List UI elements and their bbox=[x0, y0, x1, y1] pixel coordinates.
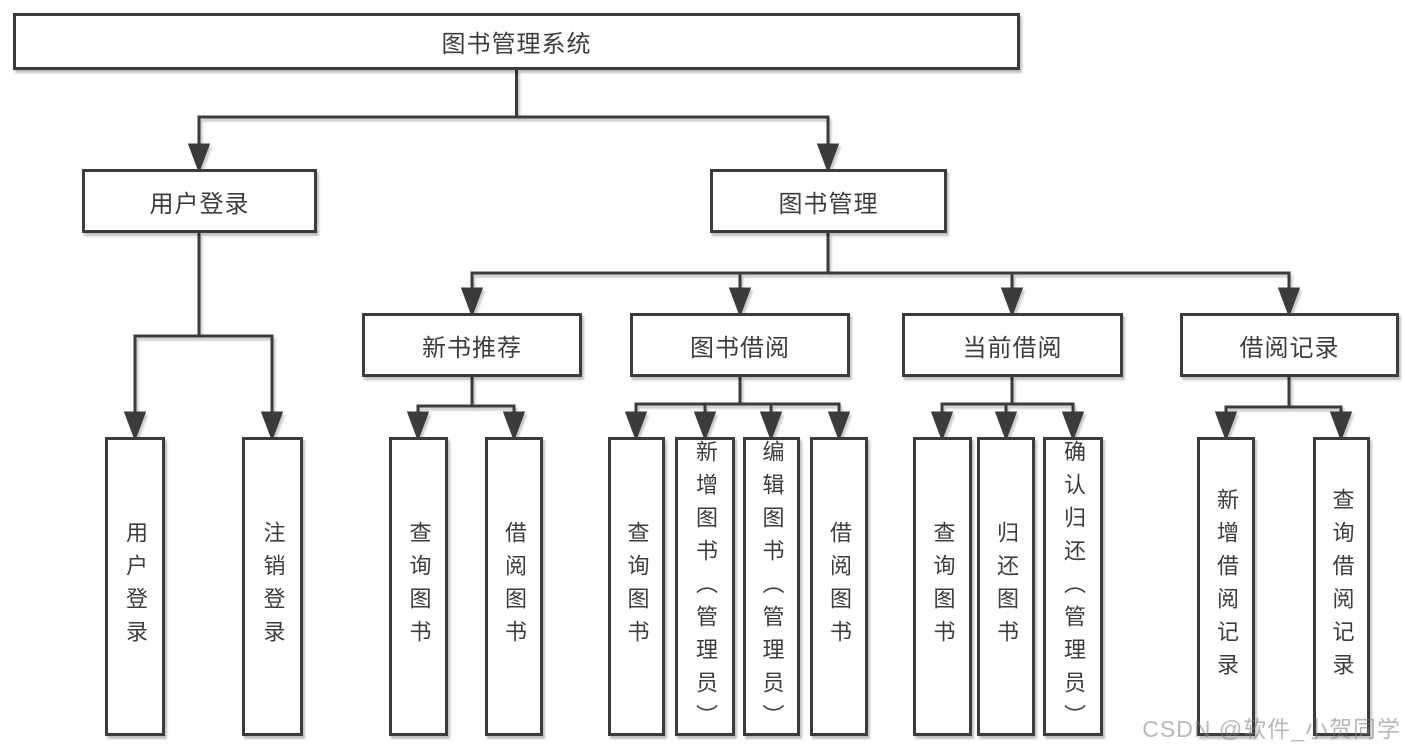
node-borrow-books-rec: 借阅图书 bbox=[485, 437, 543, 736]
arrowhead bbox=[1277, 287, 1301, 318]
node-new-book-recommendation: 新书推荐 bbox=[362, 313, 582, 377]
arrowhead bbox=[816, 143, 840, 174]
arrowhead bbox=[759, 411, 783, 442]
node-label: 图书管理 bbox=[778, 190, 879, 218]
node-label: 借阅图书 bbox=[502, 520, 527, 653]
node-label: 查询图书 bbox=[624, 520, 650, 653]
node-query-books-current: 查询图书 bbox=[913, 437, 972, 736]
node-confirm-return-admin: 确认归还（管理员） bbox=[1043, 437, 1103, 737]
connector-root-to-level2 bbox=[187, 70, 840, 174]
arrowhead bbox=[1214, 411, 1238, 442]
node-label: 新增图书（管理员） bbox=[693, 440, 718, 737]
connector-book-mgmt-to-level3 bbox=[460, 233, 1301, 318]
arrowhead bbox=[693, 411, 717, 442]
arrowhead bbox=[728, 287, 752, 318]
node-book-borrowing: 图书借阅 bbox=[630, 313, 850, 377]
node-query-books-rec: 查询图书 bbox=[389, 437, 448, 736]
node-user-login-leaf: 用户登录 bbox=[105, 437, 165, 736]
node-label: 查询借阅记录 bbox=[1329, 487, 1355, 686]
node-current-borrowing: 当前借阅 bbox=[902, 313, 1123, 377]
node-label: 用户登录 bbox=[149, 190, 250, 218]
node-label: 图书管理系统 bbox=[441, 31, 592, 58]
node-label: 查询图书 bbox=[930, 520, 956, 653]
arrowhead bbox=[123, 411, 147, 442]
connector-borrow-records-to-leaves bbox=[1214, 377, 1353, 442]
node-query-books-borrow: 查询图书 bbox=[608, 437, 665, 736]
arrowhead bbox=[994, 411, 1018, 442]
node-label: 编辑图书（管理员） bbox=[759, 440, 785, 737]
arrowhead bbox=[930, 411, 954, 442]
node-label: 当前借阅 bbox=[962, 334, 1063, 362]
node-book-management: 图书管理 bbox=[710, 169, 947, 233]
node-borrowing-records: 借阅记录 bbox=[1180, 313, 1399, 377]
node-label: 借阅图书 bbox=[827, 520, 852, 653]
connector-new-book-rec-to-leaves bbox=[406, 377, 526, 442]
node-add-borrow-record: 新增借阅记录 bbox=[1197, 437, 1255, 736]
node-library-management-system: 图书管理系统 bbox=[13, 13, 1020, 70]
connector-book-borrow-to-leaves bbox=[624, 377, 851, 442]
node-add-book-admin: 新增图书（管理员） bbox=[675, 437, 735, 737]
arrowhead bbox=[1061, 411, 1085, 442]
node-logout: 注销登录 bbox=[242, 437, 303, 736]
csdn-watermark: CSDN @软件_小贺同学 bbox=[1142, 716, 1401, 742]
arrowhead bbox=[1000, 287, 1024, 318]
arrowhead bbox=[187, 143, 211, 174]
node-borrow-books: 借阅图书 bbox=[810, 437, 868, 736]
arrowhead bbox=[827, 411, 851, 442]
node-label: 新书推荐 bbox=[422, 334, 522, 362]
arrowhead bbox=[460, 287, 484, 318]
node-label: 用户登录 bbox=[123, 520, 148, 653]
arrowhead bbox=[406, 411, 430, 442]
node-label: 新增借阅记录 bbox=[1214, 487, 1239, 686]
node-label: 借阅记录 bbox=[1239, 334, 1340, 362]
node-label: 确认归还（管理员） bbox=[1061, 440, 1086, 737]
node-user-login: 用户登录 bbox=[82, 169, 317, 233]
node-label: 归还图书 bbox=[994, 520, 1019, 653]
node-label: 注销登录 bbox=[260, 520, 286, 653]
connector-current-borrow-to-leaves bbox=[930, 377, 1085, 442]
arrowhead bbox=[1329, 411, 1353, 442]
arrowhead bbox=[624, 411, 648, 442]
node-edit-book-admin: 编辑图书（管理员） bbox=[743, 437, 800, 737]
node-return-books: 归还图书 bbox=[977, 437, 1035, 736]
node-query-borrow-record: 查询借阅记录 bbox=[1313, 437, 1370, 736]
node-label: 查询图书 bbox=[406, 520, 432, 653]
arrowhead bbox=[260, 411, 284, 442]
node-label: 图书借阅 bbox=[690, 334, 790, 362]
connector-user-login-to-leaves bbox=[123, 233, 284, 442]
arrowhead bbox=[502, 411, 526, 442]
